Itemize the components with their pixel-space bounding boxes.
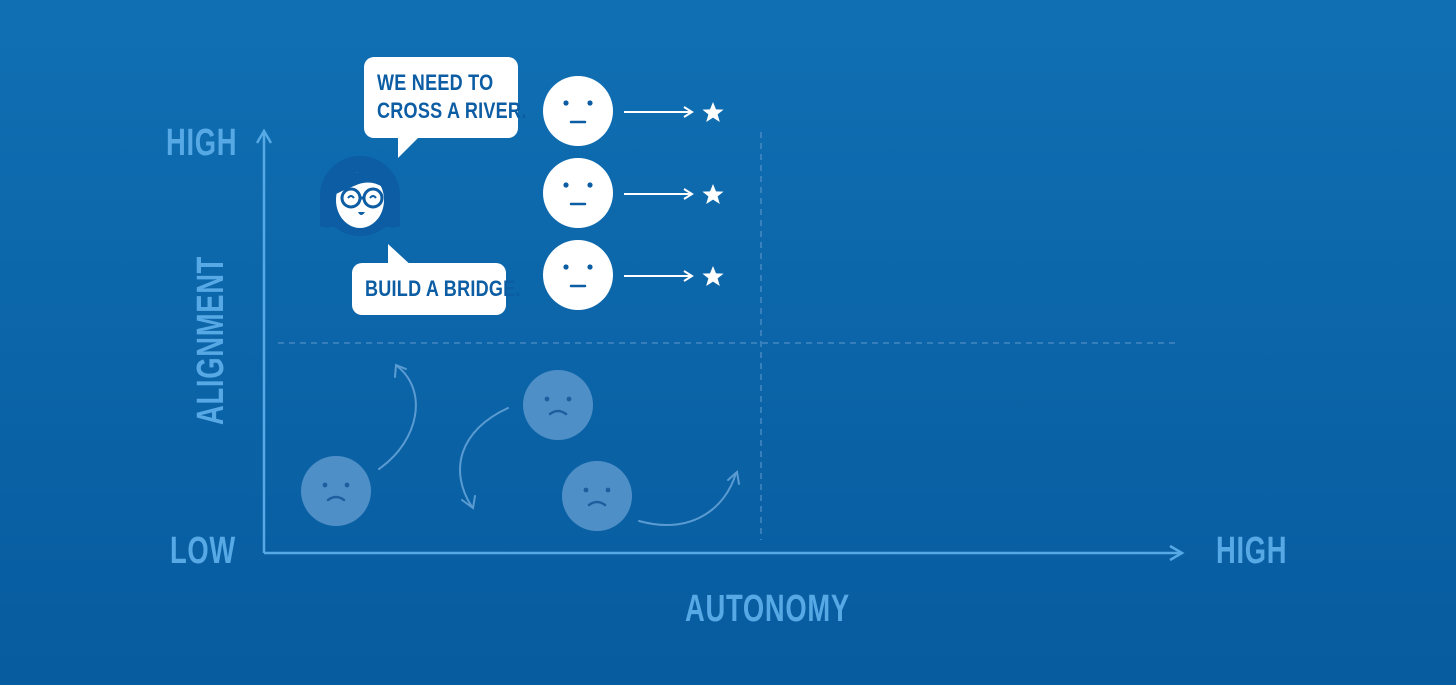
unaligned-team — [301, 363, 740, 531]
arrow-icon — [378, 363, 417, 470]
speech-need-text: WE NEED TO CROSS A RIVER. — [377, 70, 527, 123]
x-axis-title: AUTONOMY — [685, 588, 850, 630]
arrow-icon — [624, 188, 694, 200]
sad-face-icon — [523, 370, 593, 440]
neutral-face-icon — [543, 158, 613, 228]
x-axis-arrowhead — [1169, 544, 1185, 562]
star-icon — [702, 266, 724, 286]
arrow-icon — [624, 270, 694, 282]
neutral-face-icon — [543, 76, 613, 146]
aligned-team — [543, 76, 724, 310]
bubble-top-tail — [398, 132, 424, 158]
sad-face-icon — [301, 456, 371, 526]
speech-solution-text: BUILD A BRIDGE. — [365, 276, 521, 301]
arrow-icon — [638, 470, 740, 526]
sad-face-icon — [562, 461, 632, 531]
arrow-icon — [624, 106, 694, 118]
y-axis-high-label: HIGH — [166, 122, 238, 164]
leader-avatar-icon — [320, 156, 400, 236]
speech-bubble-solution: BUILD A BRIDGE. — [352, 263, 520, 315]
quadrant-dividers — [278, 132, 1180, 540]
speech-bubble-need: WE NEED TO CROSS A RIVER. — [364, 57, 526, 138]
y-axis-arrowhead — [255, 128, 273, 144]
y-axis-low-label: LOW — [170, 530, 236, 572]
x-axis-high-label: HIGH — [1216, 530, 1288, 572]
star-icon — [702, 184, 724, 204]
axes — [255, 128, 1185, 562]
arrow-icon — [459, 407, 509, 510]
star-icon — [702, 102, 724, 122]
neutral-face-icon — [543, 240, 613, 310]
